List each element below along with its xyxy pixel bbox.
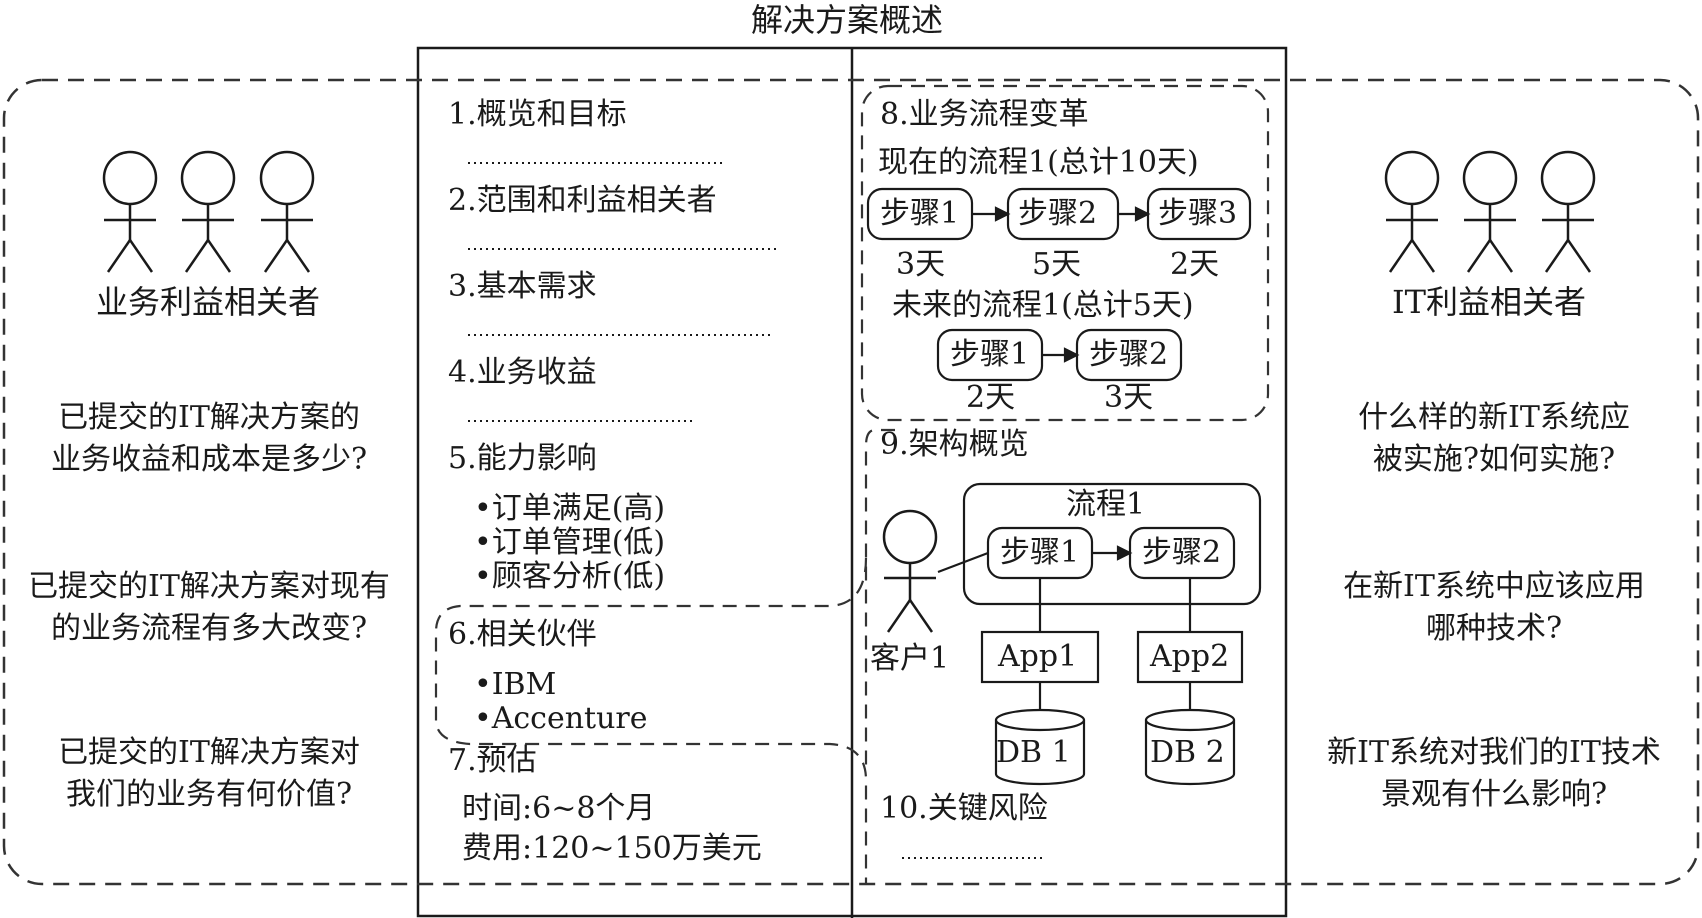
section-key-risks: 10.关键风险: [880, 791, 1048, 826]
db1-cylinder: [994, 708, 1086, 786]
capability-item-3: •顾客分析(低): [474, 559, 666, 594]
business-question-1-line2: 业务收益和成本是多少?: [50, 442, 368, 477]
business-question-3: 已提交的IT解决方案对 我们的业务有何价值?: [0, 732, 418, 816]
it-question-2-line1: 在新IT系统中应该应用: [1343, 569, 1645, 604]
db2-label: DB 2: [1150, 735, 1225, 770]
current-step-3: 步骤3: [1158, 196, 1238, 231]
arch-step-boxes: [986, 526, 1236, 580]
it-question-1-line2: 被实施?如何实施?: [1372, 442, 1616, 477]
arch-step-1: 步骤1: [1000, 535, 1080, 570]
business-question-3-line2: 我们的业务有何价值?: [65, 777, 353, 812]
business-stakeholder-figures: [102, 150, 315, 273]
future-step-2: 步骤2: [1089, 337, 1169, 372]
section-basic-requirements: 3.基本需求: [448, 269, 597, 304]
sec5-sec6-dashed-boundary: [434, 557, 868, 884]
business-question-2-line1: 已提交的IT解决方案对现有: [28, 569, 390, 604]
section-business-benefits: 4.业务收益: [448, 355, 597, 390]
business-question-3-line1: 已提交的IT解决方案对: [58, 735, 360, 770]
section-capability-impact: 5.能力影响: [448, 441, 597, 476]
app2-label: App2: [1150, 639, 1230, 674]
current-step-1-days: 3天: [896, 247, 946, 282]
current-step-1: 步骤1: [880, 196, 960, 231]
arch-step-2: 步骤2: [1142, 535, 1222, 570]
section-process-change: 8.业务流程变革: [880, 97, 1089, 132]
process-container: [962, 482, 1262, 606]
future-process-label: 未来的流程1(总计5天): [892, 288, 1194, 323]
it-question-1-line1: 什么样的新IT系统应: [1358, 400, 1630, 435]
it-question-3-line2: 景观有什么影响?: [1380, 777, 1608, 812]
diagram-title: 解决方案概述: [751, 1, 944, 39]
it-stakeholders-label: IT利益相关者: [1392, 283, 1586, 321]
current-step-3-days: 2天: [1170, 247, 1220, 282]
business-question-1-line1: 已提交的IT解决方案的: [58, 400, 360, 435]
it-stakeholder-figures: [1384, 150, 1596, 273]
partner-item-2: •Accenture: [474, 701, 648, 736]
current-process-arrows: [972, 206, 1151, 222]
customer-figure: [882, 509, 938, 633]
section-estimates: 7.预估: [448, 743, 537, 778]
business-question-2: 已提交的IT解决方案对现有 的业务流程有多大改变?: [0, 566, 418, 650]
arch-step-arrow: [1092, 545, 1133, 561]
app1-label: App1: [998, 639, 1078, 674]
process-container-label: 流程1: [1066, 487, 1146, 522]
it-question-1: 什么样的新IT系统应 被实施?如何实施?: [1286, 397, 1702, 481]
customer-link: [937, 551, 989, 574]
outer-dashed-region: [2, 78, 1700, 886]
future-step-2-days: 3天: [1104, 380, 1154, 415]
it-question-3-line1: 新IT系统对我们的IT技术: [1327, 735, 1661, 770]
future-process-arrow: [1042, 347, 1080, 363]
partner-item-1: •IBM: [474, 667, 557, 702]
business-question-2-line2: 的业务流程有多大改变?: [50, 611, 368, 646]
it-question-2: 在新IT系统中应该应用 哪种技术?: [1286, 566, 1702, 650]
app2-box: [1136, 630, 1244, 684]
sec8-dashed-region: [860, 84, 1270, 422]
dotted-placeholder-lines: [468, 162, 1044, 859]
sec9-dashed-region: [864, 428, 895, 766]
it-question-3: 新IT系统对我们的IT技术 景观有什么影响?: [1286, 732, 1702, 816]
future-step-1: 步骤1: [950, 337, 1030, 372]
business-stakeholders-label: 业务利益相关者: [96, 283, 321, 321]
future-step-1-days: 2天: [966, 380, 1016, 415]
business-question-1: 已提交的IT解决方案的 业务收益和成本是多少?: [0, 397, 418, 481]
section-architecture: 9.架构概览: [880, 427, 1029, 462]
capability-item-1: •订单满足(高): [474, 491, 666, 526]
current-step-2-days: 5天: [1032, 247, 1082, 282]
section-scope-stakeholders: 2.范围和利益相关者: [448, 183, 717, 218]
estimate-time: 时间:6~8个月: [462, 791, 656, 826]
section-partners: 6.相关伙伴: [448, 617, 597, 652]
db2-cylinder: [1144, 708, 1236, 786]
db1-label: DB 1: [996, 735, 1071, 770]
it-question-2-line2: 哪种技术?: [1425, 611, 1563, 646]
app1-box: [980, 630, 1100, 684]
current-step-2: 步骤2: [1018, 196, 1098, 231]
estimate-cost: 费用:120~150万美元: [462, 831, 762, 866]
capability-item-2: •订单管理(低): [474, 525, 666, 560]
current-process-label: 现在的流程1(总计10天): [878, 145, 1199, 180]
future-process-boxes: [936, 328, 1183, 382]
section-overview-goals: 1.概览和目标: [448, 97, 627, 132]
customer-label: 客户1: [870, 641, 950, 676]
